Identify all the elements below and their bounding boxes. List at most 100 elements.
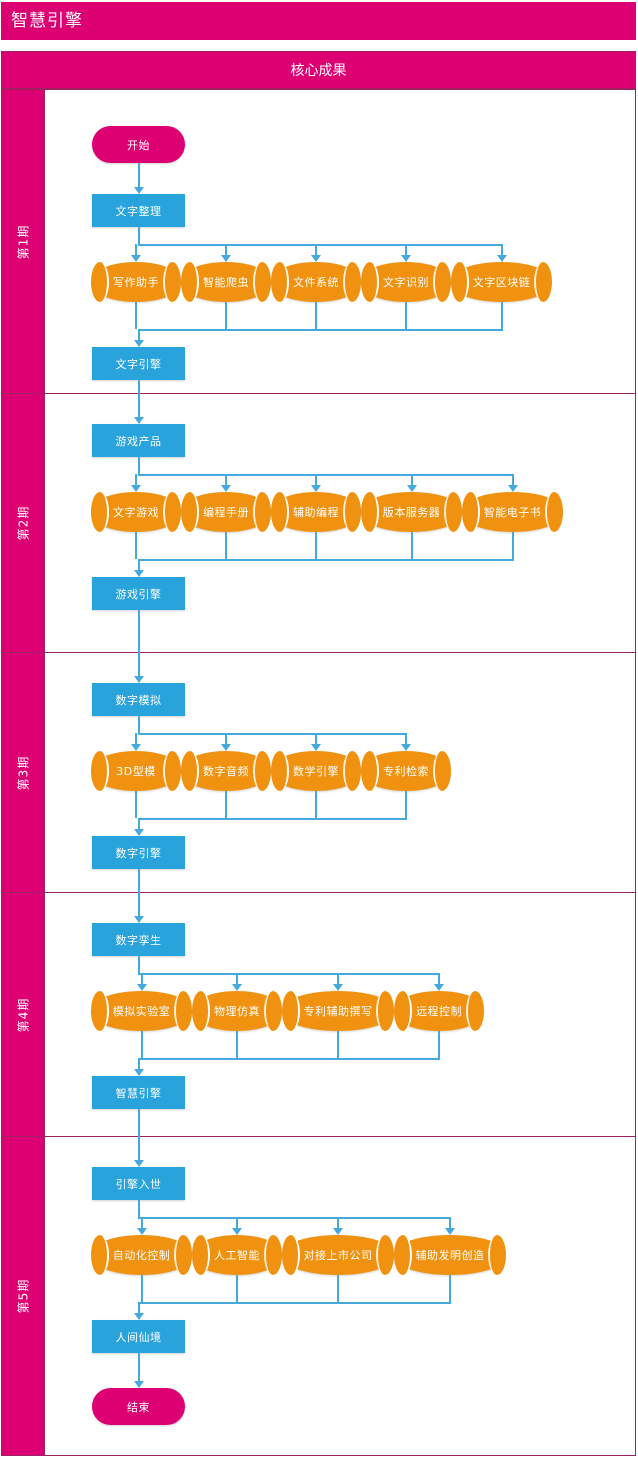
arrow-head: [131, 744, 141, 751]
capability-2-4[interactable]: 版本服务器: [361, 492, 462, 532]
connector-line: [135, 474, 137, 485]
capability-label: 数字音频: [203, 765, 249, 778]
phase-label-1: 第1期: [2, 90, 45, 393]
arrow-head: [434, 984, 444, 991]
arrow-head: [133, 570, 144, 577]
capability-label: 自动化控制: [112, 1249, 171, 1262]
connector-line: [137, 973, 440, 975]
connector-line: [137, 1302, 140, 1313]
capability-3-2[interactable]: 数字音频: [181, 751, 271, 791]
input-process-3[interactable]: 数字模拟: [92, 683, 185, 716]
capability-label: 写作助手: [113, 276, 159, 289]
capability-label: 智能爬虫: [203, 276, 249, 289]
connector-line: [137, 559, 514, 561]
input-process-5[interactable]: 引擎入世: [92, 1167, 185, 1200]
connector-line: [137, 1058, 140, 1069]
capability-label: 专利辅助撰写: [303, 1005, 373, 1018]
input-process-1[interactable]: 文字整理: [92, 194, 185, 227]
arrow-head: [401, 255, 411, 262]
capability-5-1[interactable]: 自动化控制: [91, 1235, 192, 1275]
capability-4-3[interactable]: 专利辅助撰写: [282, 991, 394, 1031]
output-process-2[interactable]: 游戏引擎: [92, 577, 185, 610]
capability-label: 专利检索: [383, 765, 429, 778]
phase-label-4: 第4期: [2, 893, 45, 1136]
connector-line: [137, 818, 140, 829]
phase-canvas: 数字模拟 3D型模 数字音频 数学引擎 专利检索数字引擎: [45, 653, 635, 893]
phase-label-2: 第2期: [2, 394, 45, 652]
phase-row: 第2期 游戏产品文字游戏编程手册辅助编程版本服务器 智能电子书游戏引擎: [2, 394, 635, 653]
arrow-head: [507, 485, 518, 492]
phase-label-text: 第5期: [16, 1278, 31, 1314]
phase-label-text: 第2期: [16, 505, 31, 541]
arrow-head: [333, 984, 343, 991]
connector-line: [315, 532, 317, 559]
output-process-5[interactable]: 人间仙境: [92, 1320, 185, 1353]
arrow-head: [496, 255, 507, 262]
arrow-head: [133, 1381, 144, 1388]
arrow-head: [232, 1228, 242, 1235]
connector-line: [225, 244, 227, 255]
phase-label-text: 第4期: [16, 997, 31, 1032]
arrow-head: [333, 1228, 343, 1235]
capability-3-4[interactable]: 专利检索: [361, 751, 451, 791]
input-process-4[interactable]: 数字孪生: [92, 923, 185, 956]
connector-line: [137, 457, 140, 474]
connector-line: [236, 973, 238, 984]
capability-2-2[interactable]: 编程手册: [181, 492, 271, 532]
capability-1-2[interactable]: 智能爬虫: [181, 262, 271, 302]
connector-line: [315, 791, 317, 818]
capability-1-3[interactable]: 文件系统: [271, 262, 361, 302]
connector-line: [137, 733, 407, 735]
connector-line: [137, 474, 514, 476]
output-process-3[interactable]: 数字引擎: [92, 836, 185, 869]
arrow-head: [133, 417, 144, 424]
capability-1-1[interactable]: 写作助手: [91, 262, 181, 302]
capability-1-5[interactable]: 文字区块链: [451, 262, 552, 302]
connector-line: [225, 302, 227, 329]
capability-5-4[interactable]: 辅助发明创造: [394, 1235, 506, 1275]
arrow-head: [221, 255, 231, 262]
capability-label: 3D型模: [116, 765, 156, 778]
connector-line: [337, 1031, 339, 1058]
arrow-head: [136, 1228, 147, 1235]
phase-label-3: 第3期: [2, 653, 45, 892]
connector-line: [137, 1137, 140, 1160]
capability-5-3[interactable]: 对接上市公司: [282, 1235, 394, 1275]
arrow-head: [133, 829, 144, 836]
connector-line: [137, 956, 140, 973]
arrow-head: [136, 984, 147, 991]
capability-4-1[interactable]: 模拟实验室: [91, 991, 192, 1031]
output-process-1[interactable]: 文字引擎: [92, 347, 185, 380]
connector-line: [137, 1109, 140, 1137]
capability-2-3[interactable]: 辅助编程: [271, 492, 361, 532]
connector-line: [500, 244, 503, 255]
capability-3-1[interactable]: 3D型模: [91, 751, 181, 791]
capability-3-3[interactable]: 数学引擎: [271, 751, 361, 791]
connector-line: [135, 532, 137, 559]
connector-line: [135, 791, 137, 818]
capability-1-4[interactable]: 文字识别: [361, 262, 451, 302]
arrow-head: [445, 1228, 455, 1235]
capability-label: 智能电子书: [483, 506, 542, 519]
end-terminal[interactable]: 结束: [92, 1388, 185, 1425]
arrow-head: [221, 744, 231, 751]
start-terminal[interactable]: 开始: [92, 126, 185, 163]
output-process-4[interactable]: 智慧引擎: [92, 1076, 185, 1109]
connector-line: [337, 1275, 339, 1302]
connector-line: [315, 474, 317, 485]
capability-4-4[interactable]: 远程控制: [394, 991, 484, 1031]
connector-line: [137, 610, 140, 653]
capability-4-2[interactable]: 物理仿真: [192, 991, 282, 1031]
input-process-2[interactable]: 游戏产品: [92, 424, 185, 457]
capability-label: 文字区块链: [472, 276, 531, 289]
arrow-head: [221, 485, 231, 492]
capability-2-1[interactable]: 文字游戏: [91, 492, 181, 532]
arrow-head: [232, 984, 242, 991]
phase-canvas: 引擎入世自动化控制 人工智能对接上市公司辅助发明创造人间仙境结束: [45, 1137, 635, 1455]
app-title: 智慧引擎: [1, 2, 636, 40]
capability-2-5[interactable]: 智能电子书: [462, 492, 563, 532]
connector-line: [236, 1031, 238, 1058]
capability-5-2[interactable]: 人工智能: [192, 1235, 282, 1275]
connector-line: [135, 733, 137, 744]
connector-line: [137, 653, 140, 676]
